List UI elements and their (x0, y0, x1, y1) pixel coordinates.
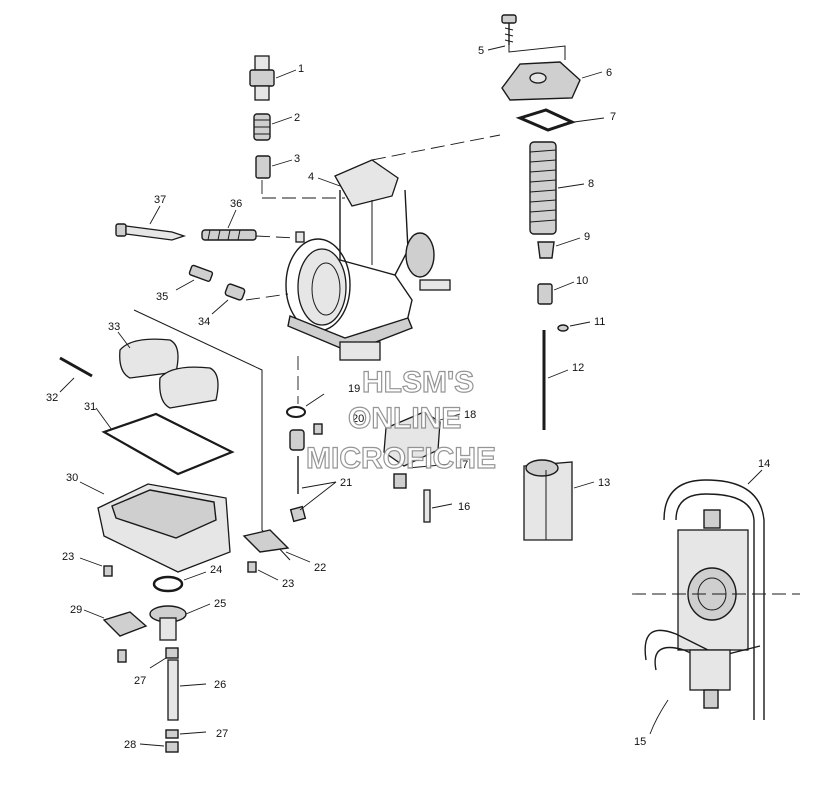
callout-24: 24 (210, 564, 222, 576)
callout-27-top: 27 (134, 675, 146, 687)
callout-34: 34 (198, 316, 210, 328)
part-25-drain (149, 603, 211, 641)
part-35-air-screw (175, 264, 214, 291)
part-32-pin (59, 356, 93, 393)
part-6-top-cap (501, 61, 603, 101)
part-26-tube (167, 659, 207, 721)
callout-29: 29 (70, 604, 82, 616)
callout-18: 18 (464, 409, 476, 421)
callout-6: 6 (606, 67, 612, 79)
watermark-line-3: MICROFICHE (306, 442, 496, 475)
callout-14: 14 (758, 458, 770, 470)
part-29-plate (83, 609, 148, 637)
callout-labels: 1 2 3 4 5 6 7 8 9 10 11 12 13 14 15 16 1… (46, 45, 770, 751)
callout-5: 5 (478, 45, 484, 57)
callout-16: 16 (458, 501, 470, 513)
part-8-spring (529, 141, 585, 235)
part-4-carburetor-body (285, 159, 451, 361)
callout-23-right: 23 (282, 578, 294, 590)
callout-23-left: 23 (62, 551, 74, 563)
callout-4: 4 (308, 171, 314, 183)
callout-1: 1 (298, 63, 304, 75)
callout-13: 13 (598, 477, 610, 489)
callout-20: 20 (352, 413, 364, 425)
part-18-cover (383, 411, 461, 467)
part-jet-holder (289, 429, 337, 523)
callout-10: 10 (576, 275, 588, 287)
callout-7: 7 (610, 111, 616, 123)
callout-17: 17 (456, 459, 468, 471)
part-12-needle (542, 330, 569, 430)
part-27-washer-top (149, 647, 179, 669)
part-37-pilot-screw (115, 205, 187, 241)
part-23-screw-left (79, 557, 113, 577)
callout-31: 31 (84, 401, 96, 413)
part-3-jet (255, 155, 293, 179)
callout-28: 28 (124, 739, 136, 751)
part-1-fitting (249, 55, 297, 101)
part-screw-small (117, 649, 127, 663)
callout-35: 35 (156, 291, 168, 303)
callout-11: 11 (594, 316, 605, 328)
part-30-float-bowl (79, 481, 231, 573)
part-34-spring (211, 283, 289, 315)
watermark-line-1: HLSM'S (362, 366, 474, 399)
part-33-float (117, 331, 219, 409)
assembled-carburetor-view (632, 469, 800, 735)
part-9-retainer (537, 237, 581, 259)
callout-15: 15 (634, 736, 646, 748)
part-7-gasket (515, 108, 605, 132)
part-22-plate (242, 529, 311, 563)
callout-22: 22 (314, 562, 326, 574)
part-31-gasket (95, 407, 235, 476)
callout-30: 30 (66, 472, 78, 484)
callout-33: 33 (108, 321, 120, 333)
part-13-throttle-slide (523, 459, 595, 541)
callout-12: 12 (572, 362, 584, 374)
watermark: HLSM'S ONLINE MICROFICHE (305, 365, 496, 475)
callout-32: 32 (46, 392, 58, 404)
callout-9: 9 (584, 231, 590, 243)
part-27-washer-bottom (165, 729, 207, 739)
callout-26: 26 (214, 679, 226, 691)
part-24-o-ring (152, 571, 207, 593)
callout-25: 25 (214, 598, 226, 610)
callout-37: 37 (154, 194, 166, 206)
part-16-screw (423, 489, 453, 523)
part-19-o-ring (286, 356, 325, 418)
watermark-line-2: ONLINE (348, 402, 461, 435)
callout-19: 19 (348, 383, 360, 395)
part-2-spring (253, 113, 293, 141)
callout-8: 8 (588, 178, 594, 190)
callout-21: 21 (340, 477, 352, 489)
part-10-clip-holder (537, 281, 575, 305)
part-28-plug (139, 741, 179, 753)
part-36-spring (201, 209, 297, 241)
part-20-screw (313, 423, 323, 435)
callout-27-bottom: 27 (216, 728, 228, 740)
part-11-e-clip (557, 321, 591, 332)
callout-3: 3 (294, 153, 300, 165)
callout-2: 2 (294, 112, 300, 124)
callout-36: 36 (230, 198, 242, 210)
part-23-screw-right (247, 561, 279, 581)
part-17-fitting (393, 463, 453, 489)
part-5-screw (487, 14, 566, 60)
